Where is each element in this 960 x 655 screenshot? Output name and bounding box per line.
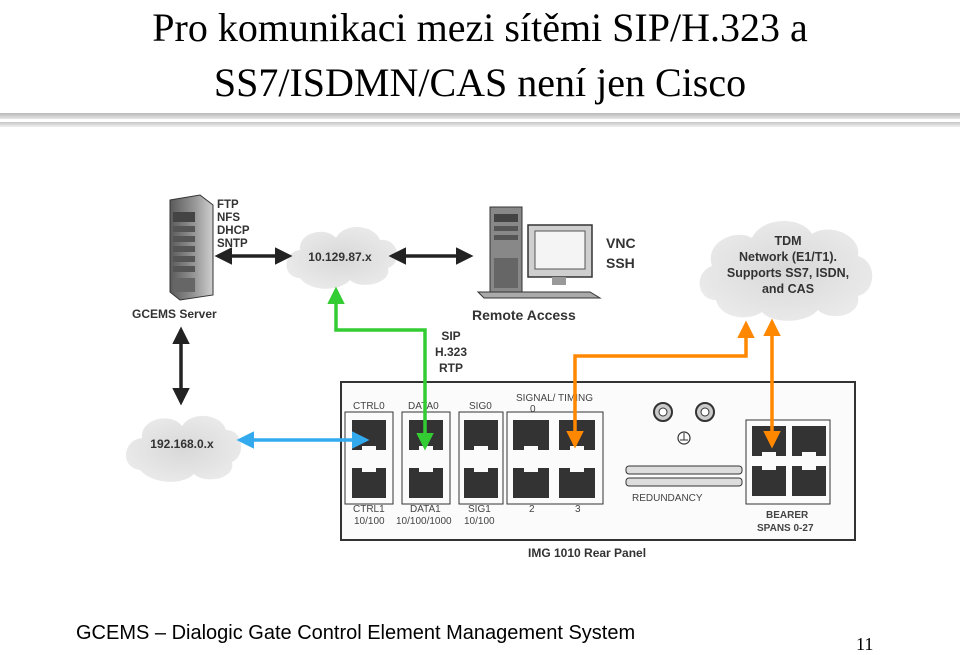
server-icon xyxy=(169,194,214,301)
page-number: 11 xyxy=(856,634,874,654)
cloud-network-b: 192.168.0.x xyxy=(125,415,242,482)
cloud-network-a: 10.129.87.x xyxy=(286,226,398,289)
remote-protocol: VNC xyxy=(606,235,636,251)
port-data1-label: DATA1 xyxy=(410,504,441,515)
title-line-1: Pro komunikaci mezi sítěmi SIP/H.323 a xyxy=(152,5,808,50)
port-sig1-label: SIG1 xyxy=(468,504,491,515)
signaling-label: H.323 xyxy=(435,345,467,359)
port-ctrl1-label: CTRL1 xyxy=(353,504,385,515)
port-three-label: 3 xyxy=(575,504,581,515)
workstation-icon xyxy=(476,206,602,299)
network-b-label: 192.168.0.x xyxy=(150,437,214,451)
tdm-label: Supports SS7, ISDN, xyxy=(727,266,849,280)
port-sig1-speed: 10/100 xyxy=(464,516,495,527)
title-line-2: SS7/ISDMN/CAS není jen Cisco xyxy=(213,60,747,105)
tdm-label: Network (E1/T1). xyxy=(739,250,837,264)
port-signal-timing-label: SIGNAL/ TIMING xyxy=(516,393,593,404)
tdm-label: and CAS xyxy=(762,282,814,296)
panel-label: IMG 1010 Rear Panel xyxy=(528,546,646,560)
server-protocol: NFS xyxy=(217,212,240,224)
remote-label: Remote Access xyxy=(472,307,576,323)
port-data1-speed: 10/100/1000 xyxy=(396,516,452,527)
arrow-orange-timing xyxy=(566,320,755,449)
title-divider xyxy=(0,113,960,131)
port-ctrl1-speed: 10/100 xyxy=(354,516,385,527)
server-protocol: DHCP xyxy=(217,225,250,237)
server-protocol: SNTP xyxy=(217,238,248,250)
redundancy-label: REDUNDANCY xyxy=(632,493,703,504)
network-a-label: 10.129.87.x xyxy=(308,250,372,264)
tdm-label: TDM xyxy=(774,234,801,248)
remote-protocol: SSH xyxy=(606,255,635,271)
port-zero-label: 0 xyxy=(530,404,536,415)
slide-title: Pro komunikaci mezi sítěmi SIP/H.323 a S… xyxy=(0,0,960,110)
port-two-label: 2 xyxy=(529,504,535,515)
spans-label: SPANS 0-27 xyxy=(757,523,814,534)
cloud-tdm: TDM Network (E1/T1). Supports SS7, ISDN,… xyxy=(699,220,873,321)
server-protocol: FTP xyxy=(217,199,239,211)
server-label: GCEMS Server xyxy=(132,307,217,321)
footer-caption: GCEMS – Dialogic Gate Control Element Ma… xyxy=(76,622,636,644)
arrow-green-sip xyxy=(327,286,434,451)
signaling-label: SIP xyxy=(441,329,460,343)
signaling-label: RTP xyxy=(439,361,463,375)
port-sig0-label: SIG0 xyxy=(469,401,492,412)
port-ctrl0-label: CTRL0 xyxy=(353,401,385,412)
bearer-label: BEARER xyxy=(766,510,809,521)
